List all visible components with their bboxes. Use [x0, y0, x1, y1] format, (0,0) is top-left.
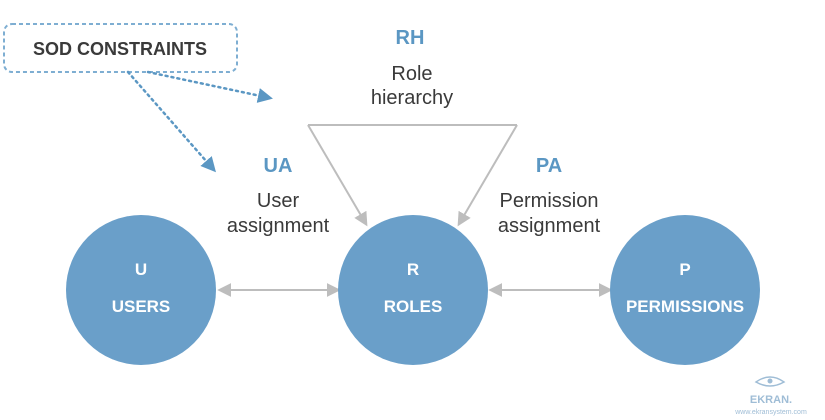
- permission-assignment-label: PA Permission assignment: [498, 155, 601, 237]
- sod-constraints-border: [3, 23, 238, 73]
- permissions-circle: [610, 215, 760, 365]
- pa-line2: assignment: [498, 215, 601, 237]
- users-node: U USERS: [66, 215, 216, 365]
- pa-line1: Permission: [500, 190, 599, 212]
- hierarchy-right-arrow: [457, 124, 518, 227]
- ua-line1: User: [257, 190, 300, 212]
- permissions-label: PERMISSIONS: [626, 297, 744, 316]
- constraint-to-rh-arrow: [146, 70, 273, 103]
- brand-name: EKRAN.: [750, 394, 792, 406]
- permissions-letter: P: [679, 260, 690, 279]
- users-letter: U: [135, 260, 147, 279]
- role-hierarchy-label: RH Role hierarchy: [371, 27, 453, 109]
- rh-abbr: RH: [396, 27, 425, 49]
- users-label: USERS: [112, 297, 171, 316]
- pa-abbr: PA: [536, 155, 562, 177]
- sod-constraints-label: SOD CONSTRAINTS: [33, 39, 207, 59]
- ua-line2: assignment: [227, 215, 330, 237]
- rh-line2: hierarchy: [371, 87, 453, 109]
- roles-circle: [338, 215, 488, 365]
- ua-abbr: UA: [264, 155, 293, 177]
- hierarchy-left-arrow: [307, 124, 368, 227]
- brand-logo: EKRAN. www.ekransystem.com: [734, 376, 807, 416]
- role-hierarchy-lines: [307, 124, 518, 227]
- roles-letter: R: [407, 260, 419, 279]
- sod-constraints-box: SOD CONSTRAINTS: [3, 23, 238, 73]
- constraint-links: [126, 70, 273, 173]
- user-assignment-label: UA User assignment: [227, 155, 330, 237]
- brand-url: www.ekransystem.com: [734, 409, 807, 416]
- roles-label: ROLES: [384, 297, 443, 316]
- users-circle: [66, 215, 216, 365]
- eye-icon: [754, 376, 786, 387]
- eye-pupil-icon: [767, 378, 773, 384]
- constraint-to-ua-arrow: [126, 70, 216, 173]
- rh-line1: Role: [391, 63, 432, 85]
- roles-node: R ROLES: [338, 215, 488, 365]
- permissions-node: P PERMISSIONS: [610, 215, 760, 365]
